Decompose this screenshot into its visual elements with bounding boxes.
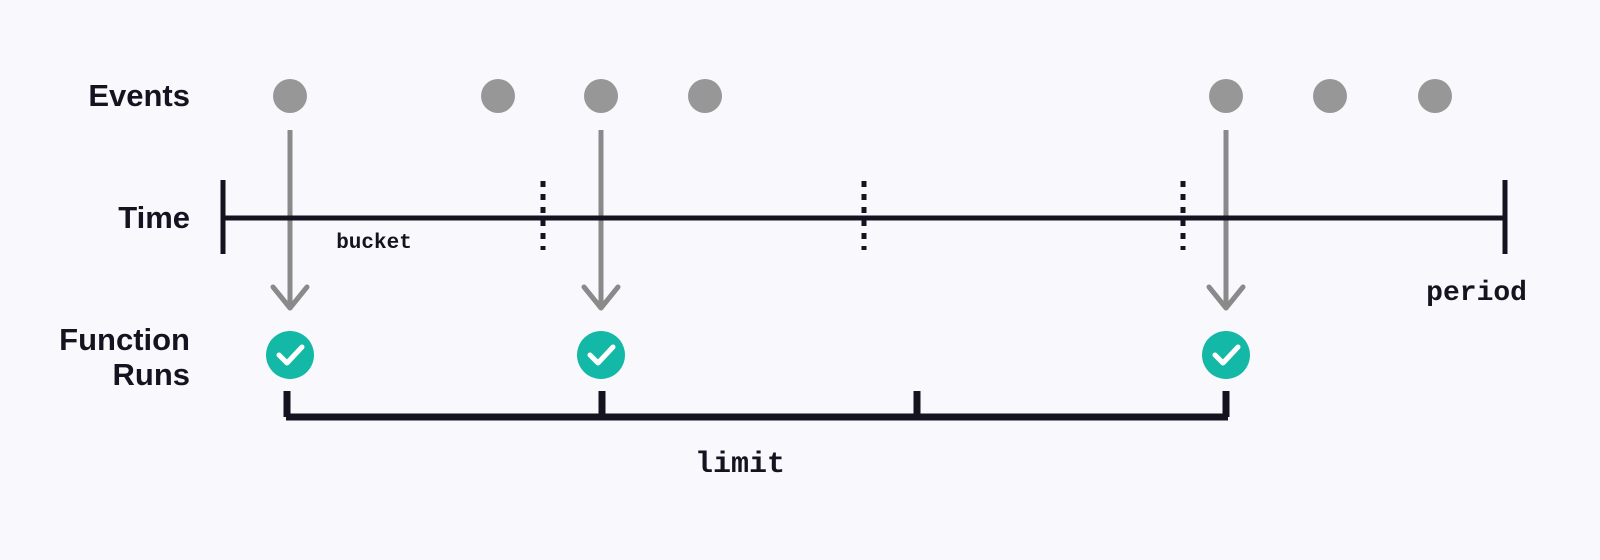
event-dot-5[interactable] (1209, 79, 1243, 113)
event-dots (273, 79, 1452, 113)
event-dot-6[interactable] (1313, 79, 1347, 113)
event-dot-2[interactable] (481, 79, 515, 113)
event-dot-3[interactable] (584, 79, 618, 113)
time-axis (220, 180, 1508, 254)
event-dot-7[interactable] (1418, 79, 1452, 113)
period-annotation-label: period (1426, 278, 1527, 309)
function-run-badge-3[interactable] (1202, 331, 1250, 379)
function-runs-row-label-line1: Function (59, 322, 190, 357)
run-success-circle-2 (577, 331, 625, 379)
events-row-label: Events (88, 78, 190, 113)
check-icon (1212, 344, 1241, 366)
limit-annotation-label: limit (695, 448, 785, 482)
limit-bracket (283, 391, 1230, 421)
run-success-circle-1 (266, 331, 314, 379)
run-success-circle-3 (1202, 331, 1250, 379)
time-row-label: Time (118, 200, 190, 235)
bucket-annotation-label: bucket (336, 232, 412, 255)
bucket-dividers (540, 181, 1186, 250)
event-dot-4[interactable] (688, 79, 722, 113)
check-icon (587, 344, 616, 366)
check-icon (276, 344, 305, 366)
function-run-badge-1[interactable] (266, 331, 314, 379)
event-dot-1[interactable] (273, 79, 307, 113)
function-run-badge-2[interactable] (577, 331, 625, 379)
function-runs-row-label-line2: Runs (113, 357, 191, 392)
function-run-badges (266, 331, 1250, 379)
